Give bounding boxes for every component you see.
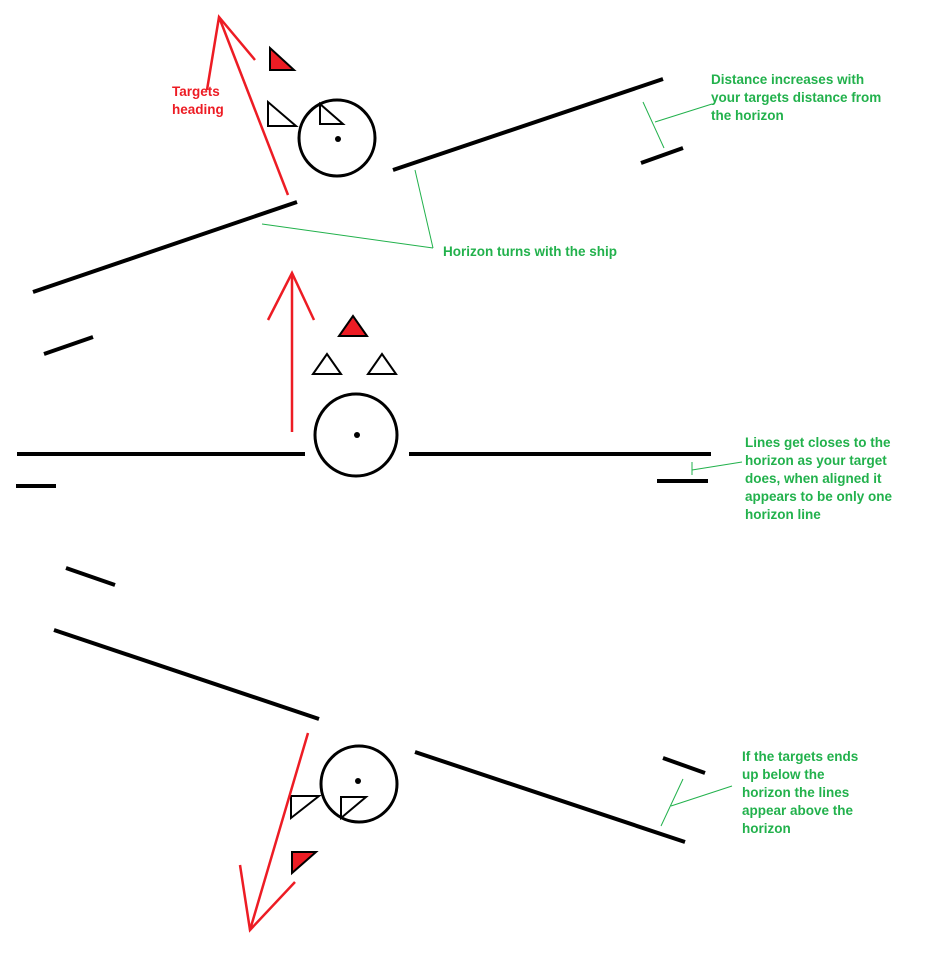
target-marker-outline-right <box>319 101 346 125</box>
reticle-center-dot <box>354 432 360 438</box>
lines-closer-annotation: Lines get closes to the horizon as your … <box>745 435 893 522</box>
reticle-center-dot <box>335 136 341 142</box>
target-marker-outline-right <box>340 796 369 821</box>
reticle-circle <box>297 98 377 178</box>
horizon-line-left <box>53 628 320 721</box>
heading-arrow-shaft <box>217 16 290 196</box>
reticle-center-dot <box>355 778 361 784</box>
target-marker-outline-left <box>290 795 322 821</box>
offset-line-right <box>640 146 684 165</box>
reticle-circle <box>319 744 399 824</box>
target-marker-outline-left <box>311 352 343 375</box>
target-marker-outline-left <box>267 99 299 127</box>
target-marker-red <box>337 314 369 337</box>
targets-heading-label: Targets heading <box>172 84 224 117</box>
pointer-distance-stem <box>654 103 713 123</box>
horizon-line-right <box>392 77 664 172</box>
pointer-horizon-a <box>261 223 434 249</box>
heading-arrow-head <box>205 14 256 91</box>
pointer-below-bar <box>660 778 684 827</box>
target-marker-outline-right <box>366 352 398 375</box>
heading-arrow-head <box>266 270 316 321</box>
target-marker-red <box>291 851 319 876</box>
panel-banked-right <box>32 14 713 356</box>
pointer-below-stem <box>670 785 733 807</box>
heading-arrow-head <box>238 864 296 933</box>
offset-line-left <box>43 335 94 356</box>
pointer-lines-stem <box>691 461 743 471</box>
heading-arrow-shaft <box>248 732 310 931</box>
distance-annotation: Distance increases with your targets dis… <box>711 72 882 123</box>
target-marker-red <box>269 45 297 71</box>
panel-level <box>16 270 743 488</box>
horizon-line-left <box>32 200 298 294</box>
pointer-distance-bar <box>642 101 665 149</box>
reticle-circle <box>313 392 399 478</box>
offset-line-right <box>662 756 706 775</box>
offset-line-left <box>65 566 116 587</box>
pointer-horizon-b <box>414 169 434 249</box>
below-horizon-annotation: If the targets ends up below the horizon… <box>742 749 859 836</box>
panel-banked-left <box>53 566 733 933</box>
horizon-turns-annotation: Horizon turns with the ship <box>443 244 617 259</box>
horizon-line-right <box>414 750 686 844</box>
